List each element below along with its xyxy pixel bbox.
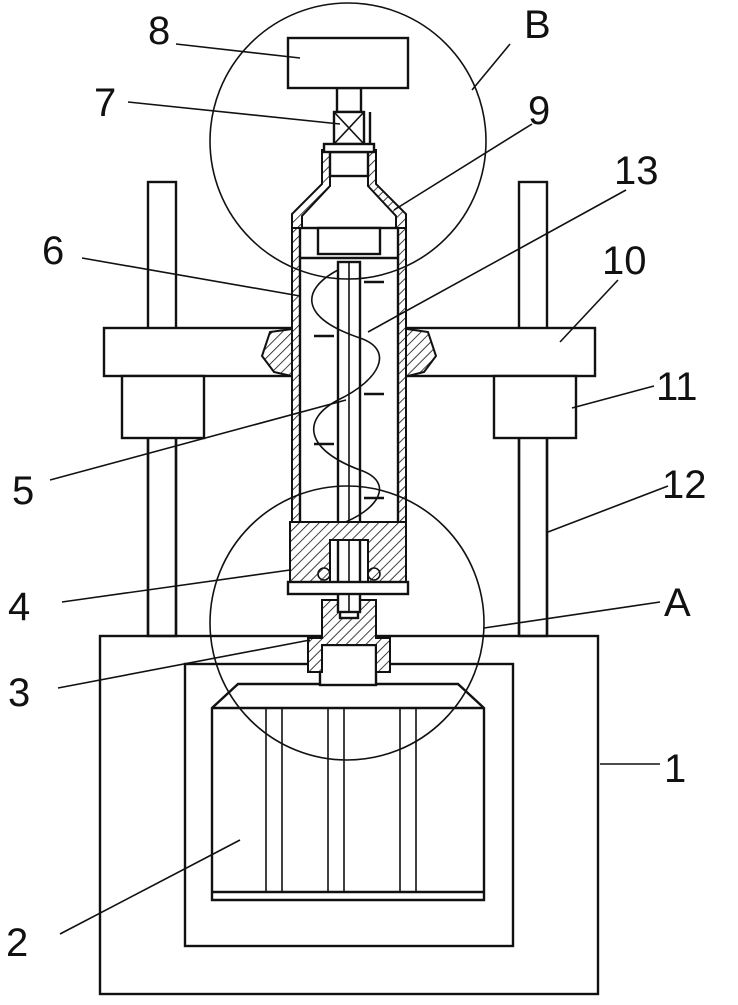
label-9: 9 <box>528 89 550 133</box>
label-7: 7 <box>94 81 116 125</box>
label-3: 3 <box>8 671 30 715</box>
label-10: 10 <box>602 239 647 283</box>
label-8: 8 <box>148 9 170 53</box>
label-12: 12 <box>662 463 707 507</box>
label-1: 1 <box>664 747 686 791</box>
label-6: 6 <box>42 229 64 273</box>
label-b: B <box>524 3 551 47</box>
top-assembly <box>286 36 410 154</box>
label-a: A <box>664 581 691 625</box>
sliders <box>120 374 578 636</box>
label-11: 11 <box>656 365 698 409</box>
detail-circles <box>209 2 487 761</box>
label-4: 4 <box>8 585 30 629</box>
callout-labels: 8 7 B 9 13 6 10 11 12 5 4 A 3 1 2 <box>6 3 707 965</box>
helix-blade <box>311 269 384 526</box>
shaft <box>336 260 362 614</box>
top-cap <box>291 149 407 229</box>
bearing-seat <box>286 521 410 596</box>
motor <box>210 682 486 902</box>
leader-lines <box>49 43 669 935</box>
label-13: 13 <box>614 149 659 193</box>
label-2: 2 <box>6 921 28 965</box>
label-5: 5 <box>12 469 34 513</box>
